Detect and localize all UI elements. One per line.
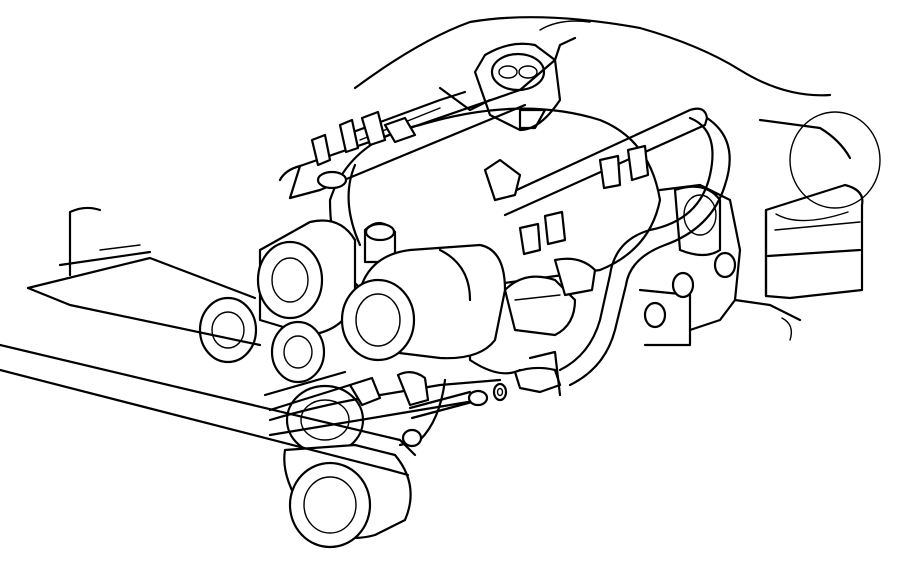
injectors (310, 110, 650, 256)
engine-block-right (638, 183, 742, 347)
radiator-support (0, 206, 502, 477)
intake-housing (468, 257, 597, 375)
right-fender (733, 118, 852, 341)
lower-hose-assembly (396, 350, 562, 448)
tensioner-bracket (263, 370, 382, 412)
battery-box (764, 111, 881, 300)
hood-outline (353, 16, 832, 97)
heater-hose (558, 116, 731, 387)
power-steering-pump (340, 243, 507, 362)
